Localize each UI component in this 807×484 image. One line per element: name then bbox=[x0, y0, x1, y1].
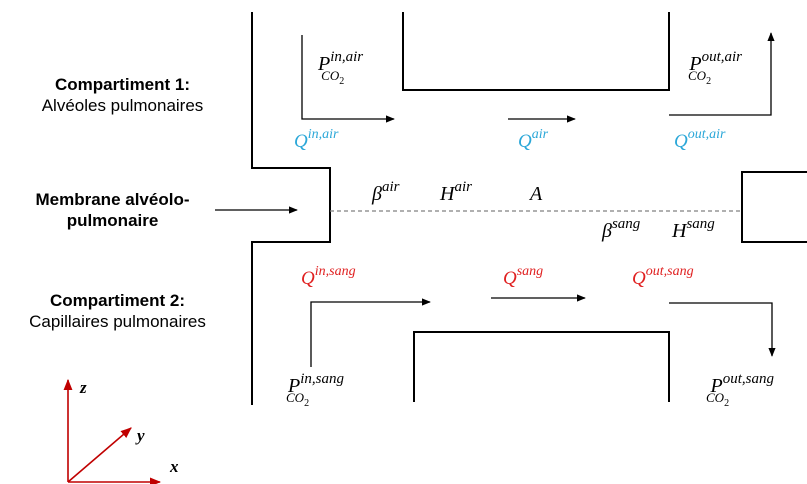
q-out-sang: Qout,sang bbox=[632, 264, 694, 289]
compartment-1-subtitle: Alvéoles pulmonaires bbox=[41, 96, 204, 115]
q-air: Qair bbox=[518, 127, 549, 152]
y-axis-label: y bbox=[135, 426, 145, 445]
air-inlet-arrow bbox=[301, 35, 395, 123]
upper-baffle bbox=[402, 12, 670, 91]
membrane-title-line-1: Membrane alvéolo- bbox=[35, 190, 190, 209]
q-sang: Qsang bbox=[503, 264, 543, 289]
y-axis-arrow bbox=[67, 427, 132, 483]
air-outlet-arrow bbox=[669, 32, 775, 116]
q-out-air: Qout,air bbox=[674, 127, 726, 152]
compartment-1-label: Compartiment 1: Alvéoles pulmonaires bbox=[10, 74, 235, 116]
area-a: A bbox=[528, 183, 543, 205]
membrane-title-line-2: pulmonaire bbox=[66, 211, 159, 230]
flow-arrows bbox=[215, 32, 776, 367]
upper-left-wall bbox=[251, 12, 331, 405]
upper-right-wall bbox=[741, 171, 807, 243]
compartment-2-label: Compartiment 2: Capillaires pulmonaires bbox=[5, 290, 230, 332]
beta-air: βair bbox=[371, 179, 400, 205]
h-sang: Hsang bbox=[671, 216, 715, 242]
blood-inlet-arrow bbox=[310, 298, 431, 367]
membrane-label: Membrane alvéolo- pulmonaire bbox=[0, 189, 225, 231]
z-axis-label: z bbox=[79, 378, 87, 397]
q-in-sang: Qin,sang bbox=[301, 264, 356, 289]
h-air: Hair bbox=[439, 179, 472, 205]
channel-walls bbox=[251, 12, 807, 405]
compartment-2-title: Compartiment 2: bbox=[49, 291, 186, 310]
lower-baffle bbox=[413, 331, 670, 402]
beta-sang: βsang bbox=[601, 216, 641, 242]
x-axis-label: x bbox=[169, 457, 179, 476]
q-in-air: Qin,air bbox=[294, 127, 339, 152]
blood-outlet-arrow bbox=[669, 302, 776, 357]
compartment-1-title: Compartiment 1: bbox=[54, 75, 191, 94]
coordinate-axes bbox=[63, 378, 162, 484]
compartment-2-subtitle: Capillaires pulmonaires bbox=[29, 312, 206, 331]
